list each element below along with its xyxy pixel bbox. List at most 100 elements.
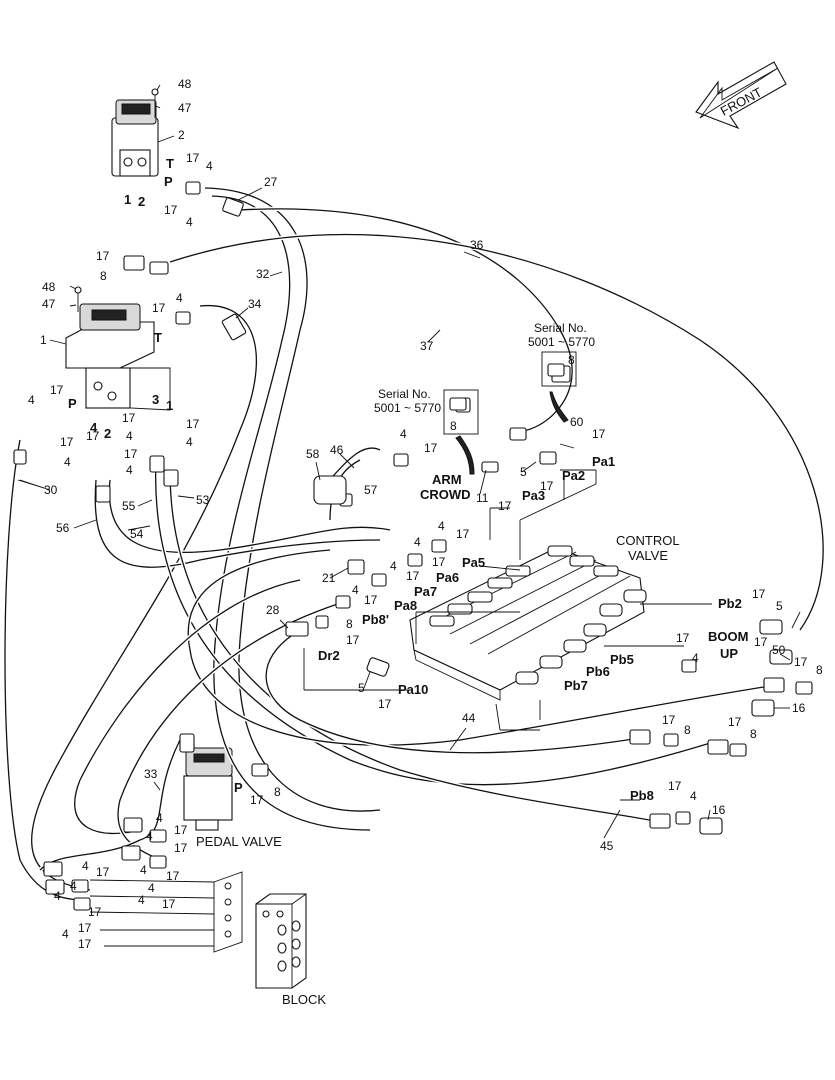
label-8: 8 [346, 617, 353, 631]
port-pb7: Pb7 [564, 678, 588, 693]
label-4: 4 [148, 881, 155, 895]
label-17: 17 [728, 715, 742, 729]
label-4: 4 [126, 429, 133, 443]
label-8: 8 [100, 269, 107, 283]
label-56: 56 [56, 521, 70, 535]
label-33: 33 [144, 767, 158, 781]
label-4: 4 [400, 427, 407, 441]
left-joystick-valve [65, 286, 171, 411]
label-17: 17 [166, 869, 180, 883]
arm-label: ARM [432, 472, 462, 487]
label-4: 4 [156, 811, 163, 825]
label-4: 4 [138, 893, 145, 907]
label-4: 4 [206, 159, 213, 173]
label-48: 48 [42, 280, 56, 294]
label-60: 60 [570, 415, 584, 429]
label-17: 17 [752, 587, 766, 601]
port-pa5: Pa5 [462, 555, 485, 570]
label-2: 2 [178, 128, 185, 142]
port-pb8: Pb8 [630, 788, 654, 803]
label-17: 17 [174, 841, 188, 855]
label-47: 47 [42, 297, 56, 311]
label-4: 4 [176, 291, 183, 305]
label-1: 1 [124, 192, 131, 207]
port-pa10: Pa10 [398, 682, 428, 697]
port-t-lower: T [154, 330, 162, 345]
label-4: 4 [146, 829, 153, 843]
label-17: 17 [164, 203, 178, 217]
label-4: 4 [186, 215, 193, 229]
label-4: 4 [414, 535, 421, 549]
hose-bundle [2, 185, 826, 903]
label-5: 5 [776, 599, 783, 613]
label-8: 8 [274, 785, 281, 799]
serial-label-right-line2: 5001 ~ 5770 [528, 335, 595, 349]
label-4: 4 [438, 519, 445, 533]
label-17: 17 [186, 151, 200, 165]
port-t-upper: T [166, 156, 174, 171]
label-44: 44 [462, 711, 476, 725]
label-8: 8 [750, 727, 757, 741]
label-4: 4 [186, 435, 193, 449]
label-57: 57 [364, 483, 378, 497]
label-17: 17 [364, 593, 378, 607]
label-45: 45 [600, 839, 614, 853]
label-28: 28 [266, 603, 280, 617]
port-pa8: Pa8 [394, 598, 417, 613]
label-1: 1 [40, 333, 47, 347]
serial-label-left-line2: 5001 ~ 5770 [374, 401, 441, 415]
label-17: 17 [378, 697, 392, 711]
label-17: 17 [668, 779, 682, 793]
label-4: 4 [54, 889, 61, 903]
label-17: 17 [498, 499, 512, 513]
label-17: 17 [124, 447, 138, 461]
section-labels: CONTROL VALVE PEDAL VALVE BLOCK ARM CROW… [196, 321, 748, 1007]
label-17: 17 [662, 713, 676, 727]
label-55: 55 [122, 499, 136, 513]
boom-label: BOOM [708, 629, 748, 644]
label-17: 17 [86, 429, 100, 443]
label-17: 17 [540, 479, 554, 493]
label-17: 17 [754, 635, 768, 649]
label-17: 17 [186, 417, 200, 431]
label-17: 17 [78, 921, 92, 935]
port-pa2: Pa2 [562, 468, 585, 483]
label-16: 16 [712, 803, 726, 817]
label-34: 34 [248, 297, 262, 311]
port-labels: T P T P P Pa1 Pa2 Pa3 Pa5 Pa6 Pa7 Pa8 Pb… [68, 156, 742, 803]
port-pa3: Pa3 [522, 488, 545, 503]
label-53: 53 [196, 493, 210, 507]
label-2: 2 [104, 426, 111, 441]
label-36: 36 [470, 238, 484, 252]
serial-callout-boxes [443, 351, 577, 475]
label-4: 4 [70, 879, 77, 893]
label-1: 1 [166, 398, 173, 413]
label-17: 17 [96, 249, 110, 263]
port-pb5: Pb5 [610, 652, 634, 667]
pedal-valve [183, 747, 233, 831]
label-8: 8 [816, 663, 823, 677]
label-17: 17 [162, 897, 176, 911]
label-17: 17 [96, 865, 110, 879]
label-21: 21 [322, 571, 336, 585]
label-5: 5 [520, 465, 527, 479]
label-17: 17 [78, 937, 92, 951]
label-17: 17 [60, 435, 74, 449]
label-17: 17 [346, 633, 360, 647]
port-dr2: Dr2 [318, 648, 340, 663]
label-32: 32 [256, 267, 270, 281]
port-pb8-prime: Pb8' [362, 612, 389, 627]
label-17: 17 [676, 631, 690, 645]
crowd-label: CROWD [420, 487, 471, 502]
label-4: 4 [126, 463, 133, 477]
label-58: 58 [306, 447, 320, 461]
front-arrow-icon: FRONT [695, 61, 787, 130]
label-4: 4 [140, 863, 147, 877]
port-p-pedal: P [234, 780, 243, 795]
block-label: BLOCK [282, 992, 326, 1007]
port-pa7: Pa7 [414, 584, 437, 599]
label-4: 4 [352, 583, 359, 597]
label-46: 46 [330, 443, 344, 457]
label-4: 4 [62, 927, 69, 941]
